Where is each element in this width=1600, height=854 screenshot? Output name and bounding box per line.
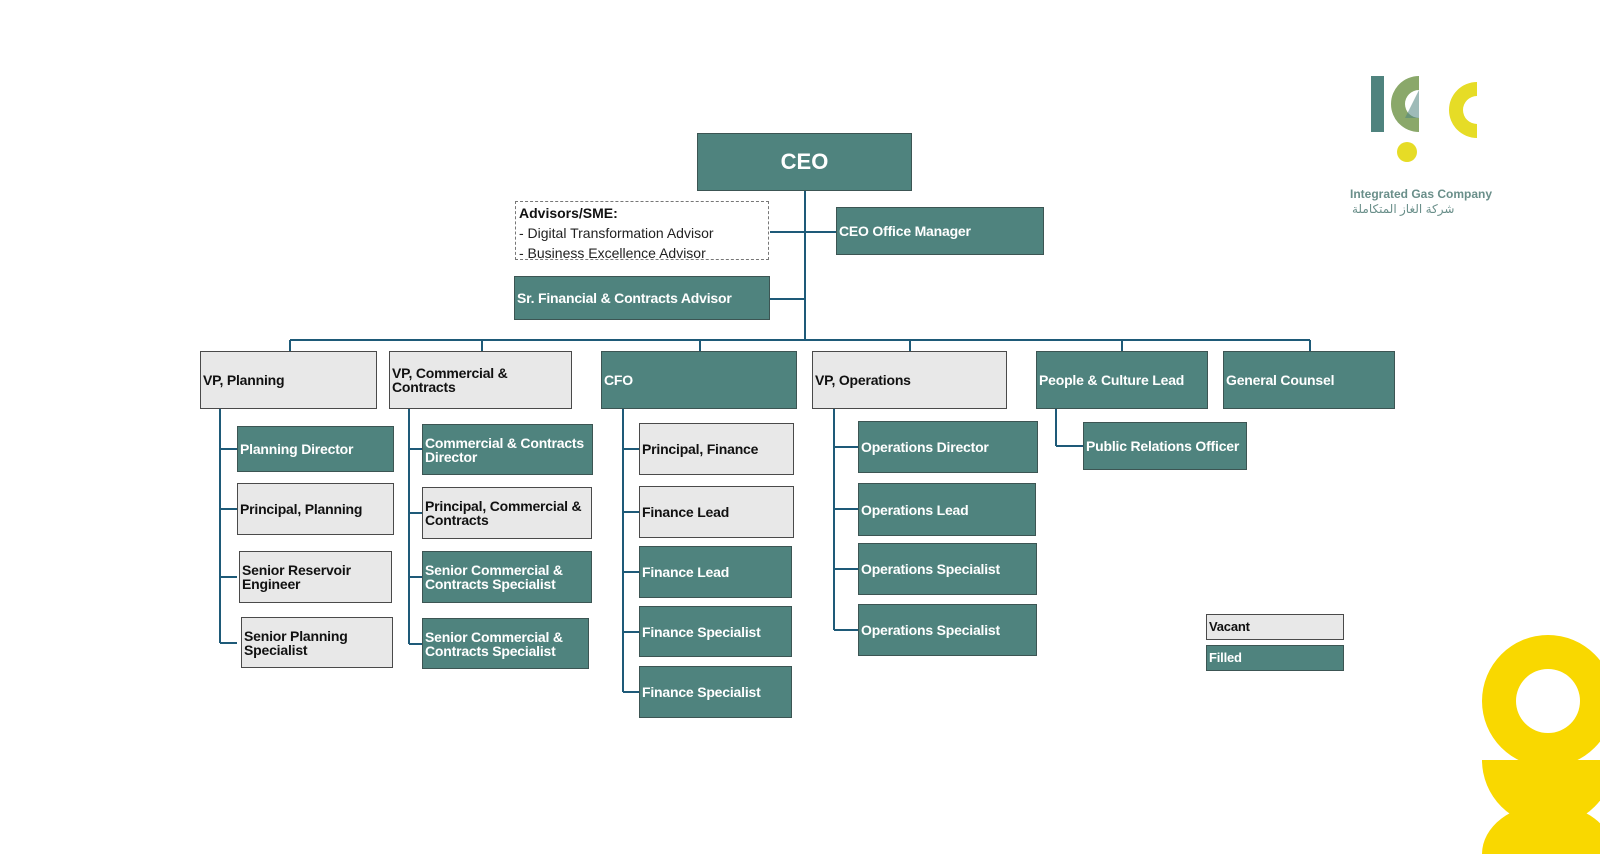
report-box: Principal, Commercial & Contracts (422, 487, 592, 539)
report-box: Principal, Finance (639, 423, 794, 475)
igc-logo-icon (1371, 76, 1477, 162)
advisor-item: - Business Excellence Advisor (519, 245, 706, 261)
dept-head-general-counsel: General Counsel (1223, 351, 1395, 409)
report-box: Finance Specialist (639, 666, 792, 718)
report-box: Operations Director (858, 421, 1038, 473)
advisors-box: Advisors/SME: - Digital Transformation A… (515, 201, 769, 261)
report-box: Commercial & Contracts Director (422, 424, 593, 475)
dept-head-people-culture: People & Culture Lead (1036, 351, 1208, 409)
report-box: Finance Lead (639, 546, 792, 598)
dept-head-vp-planning: VP, Planning (200, 351, 377, 409)
report-box: Operations Lead (858, 483, 1036, 536)
legend-filled: Filled (1206, 645, 1344, 671)
logo-name-ar: شركة الغاز المتكاملة (1352, 202, 1455, 216)
advisors-heading: Advisors/SME: (519, 205, 618, 221)
report-box: Planning Director (237, 426, 394, 472)
ceo-office-manager-box: CEO Office Manager (836, 207, 1044, 255)
legend-vacant: Vacant (1206, 614, 1344, 640)
sr-financial-advisor-box: Sr. Financial & Contracts Advisor (514, 276, 770, 320)
ceo-box: CEO (697, 133, 912, 191)
report-box: Finance Lead (639, 486, 794, 538)
dept-head-cfo: CFO (601, 351, 797, 409)
report-box: Finance Specialist (639, 606, 792, 657)
report-box: Operations Specialist (858, 543, 1037, 595)
dept-head-vp-commercial: VP, Commercial & Contracts (389, 351, 572, 409)
report-box: Senior Commercial & Contracts Specialist (422, 551, 592, 603)
report-box: Public Relations Officer (1083, 422, 1247, 470)
report-box: Senior Commercial & Contracts Specialist (422, 618, 589, 669)
advisor-item: - Digital Transformation Advisor (519, 225, 714, 241)
dept-head-vp-operations: VP, Operations (812, 351, 1007, 409)
report-box: Principal, Planning (237, 483, 394, 535)
report-box: Senior Planning Specialist (241, 617, 393, 668)
report-box: Operations Specialist (858, 604, 1037, 656)
report-box: Senior Reservoir Engineer (239, 551, 392, 603)
logo-name-en: Integrated Gas Company (1350, 187, 1493, 201)
decorative-yellow-shapes (1482, 635, 1600, 854)
